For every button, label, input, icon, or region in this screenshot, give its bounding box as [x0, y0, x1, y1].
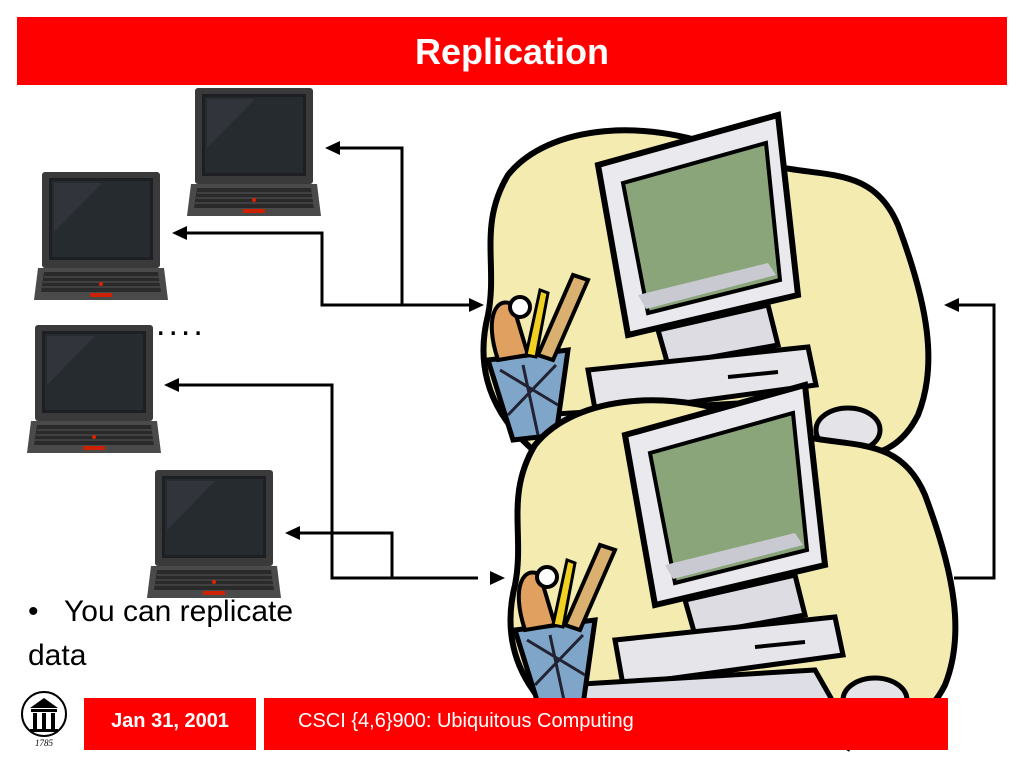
laptop-icon [26, 324, 162, 454]
arrowheads [164, 141, 959, 585]
laptop-icon [146, 469, 282, 599]
laptop-icon [33, 171, 169, 301]
footer-date: Jan 31, 2001 [111, 710, 229, 732]
footer-date-box: Jan 31, 2001 [84, 698, 256, 750]
footer-course: CSCI {4,6}900: Ubiquitous Computing [298, 710, 634, 732]
bullet-point: • You can replicate data [28, 590, 293, 678]
logo-year: 1785 [35, 738, 54, 748]
bullet-text-line2: data [28, 639, 87, 672]
bullet-text-line1: You can replicate [64, 595, 294, 628]
footer-course-box: CSCI {4,6}900: Ubiquitous Computing [264, 698, 948, 750]
title-bar: Replication [17, 17, 1007, 85]
ellipsis-text: .... [156, 305, 206, 343]
replication-arrows [170, 146, 996, 580]
laptop-icon [186, 87, 322, 217]
university-arch-logo: 1785 [21, 691, 67, 748]
slide-title: Replication [414, 31, 610, 72]
bullet-marker: • [28, 595, 39, 628]
